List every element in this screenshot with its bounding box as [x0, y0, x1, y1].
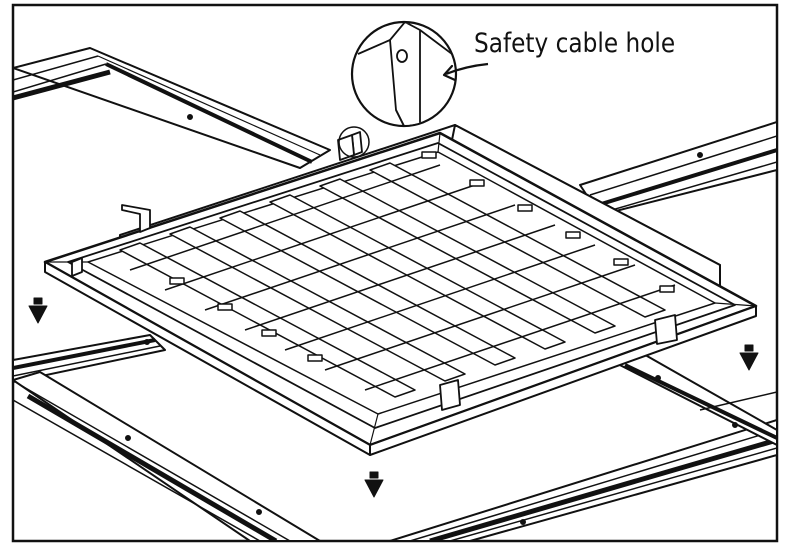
- safety-cable-hole-marker: [338, 126, 370, 158]
- down-arrow-bottom: [364, 471, 384, 498]
- down-arrow-left: [28, 297, 48, 324]
- callout-magnifier: [350, 20, 458, 128]
- down-arrow-right: [739, 344, 759, 371]
- callout-arrow: [442, 62, 489, 82]
- safety-cable-hole: [396, 49, 408, 63]
- ceiling-grid-rails: [13, 47, 777, 541]
- down-arrows: [28, 297, 759, 498]
- callout-label: Safety cable hole: [474, 28, 676, 59]
- spring-clips: [71, 131, 678, 411]
- led-panel: [43, 124, 758, 456]
